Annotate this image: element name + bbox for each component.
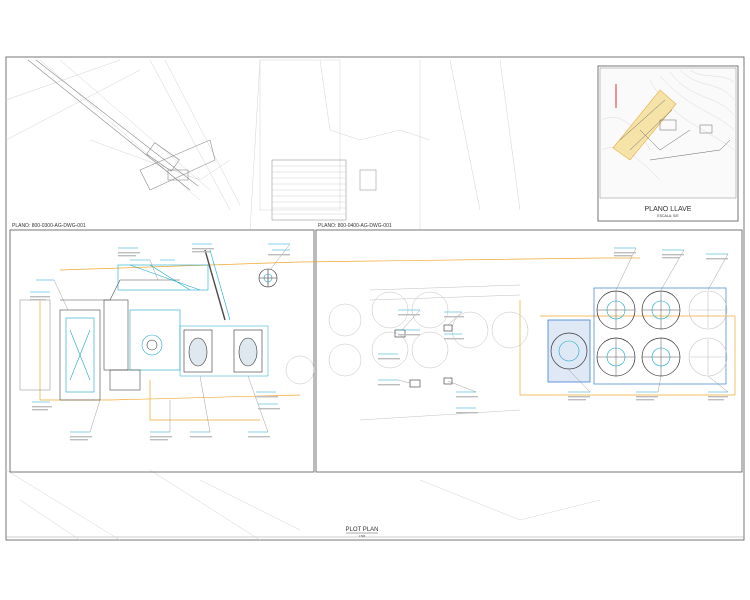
plan-right-label: PLANO: 800-0400-AG-DWG-001 [318, 223, 392, 229]
plan-frame-left: PLANO: 800-0300-AG-DWG-001 [9, 223, 315, 473]
left-process-area [19, 249, 231, 401]
top-conveyors [27, 59, 216, 191]
left-mills [179, 325, 269, 377]
sheet-title-block: PLOT PLAN 1:500 [346, 527, 379, 538]
key-plan-inset: PLANO LLAVE ESCALA: S/E [597, 65, 739, 222]
key-plan-subtitle: ESCALA: S/E [657, 214, 679, 218]
sheet-scale: 1:500 [359, 535, 366, 538]
existing-circles [285, 284, 529, 421]
plan-left-label: PLANO: 800-0300-AG-DWG-001 [12, 223, 86, 229]
sheet-border [5, 56, 745, 541]
sheet-title: PLOT PLAN [346, 527, 379, 533]
tank-farm [547, 287, 728, 385]
key-plan-title: PLANO LLAVE [645, 206, 692, 213]
hatched-building [271, 159, 377, 221]
small-thickener [258, 268, 278, 288]
callout-tags [30, 243, 728, 433]
orange-pipelines [39, 257, 736, 421]
site-background [5, 59, 601, 541]
callout-leaders [53, 243, 729, 433]
plan-frame-right: PLANO: 800-0400-AG-DWG-001 [315, 223, 743, 473]
callout-text-bars [30, 248, 728, 441]
